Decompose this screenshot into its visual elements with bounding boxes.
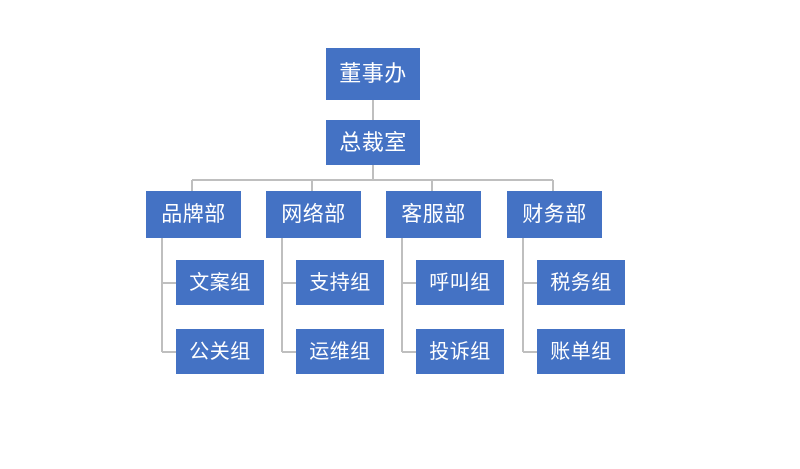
node-team-copywriting-label: 文案组 xyxy=(189,271,251,294)
node-president-office[interactable]: 总裁室 xyxy=(326,120,420,165)
node-dept-network[interactable]: 网络部 xyxy=(266,191,361,238)
node-team-ops-label: 运维组 xyxy=(309,340,371,363)
node-board-office[interactable]: 董事办 xyxy=(326,48,420,100)
node-team-billing[interactable]: 账单组 xyxy=(537,329,625,374)
node-team-tax-label: 税务组 xyxy=(550,271,612,294)
node-board-office-label: 董事办 xyxy=(339,61,407,86)
node-team-copywriting[interactable]: 文案组 xyxy=(176,260,264,305)
node-dept-service-label: 客服部 xyxy=(401,203,466,226)
node-team-tax[interactable]: 税务组 xyxy=(537,260,625,305)
node-team-call[interactable]: 呼叫组 xyxy=(416,260,504,305)
node-dept-brand-label: 品牌部 xyxy=(161,203,226,226)
node-team-pr-label: 公关组 xyxy=(189,340,251,363)
node-dept-brand[interactable]: 品牌部 xyxy=(146,191,241,238)
node-team-billing-label: 账单组 xyxy=(550,340,612,363)
node-team-support-label: 支持组 xyxy=(309,271,371,294)
node-team-ops[interactable]: 运维组 xyxy=(296,329,384,374)
node-dept-network-label: 网络部 xyxy=(281,203,346,226)
node-president-office-label: 总裁室 xyxy=(339,129,407,155)
node-dept-finance-label: 财务部 xyxy=(522,203,587,226)
node-dept-finance[interactable]: 财务部 xyxy=(507,191,602,238)
node-team-pr[interactable]: 公关组 xyxy=(176,329,264,374)
node-team-complaint-label: 投诉组 xyxy=(429,340,491,363)
node-dept-service[interactable]: 客服部 xyxy=(386,191,481,238)
node-team-complaint[interactable]: 投诉组 xyxy=(416,329,504,374)
node-team-call-label: 呼叫组 xyxy=(429,271,491,294)
node-team-support[interactable]: 支持组 xyxy=(296,260,384,305)
